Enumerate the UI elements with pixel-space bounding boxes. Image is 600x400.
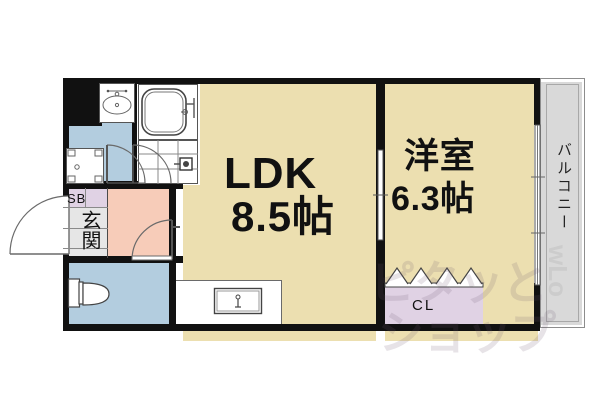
wall-bath-left	[132, 78, 137, 188]
washing-machine-icon	[66, 148, 104, 184]
genkan-step-line-3	[63, 248, 108, 249]
kitchen-sink-icon	[213, 287, 263, 315]
room-size-ldk: 8.5帖	[231, 193, 335, 240]
washbasin-icon	[99, 83, 135, 123]
room-hall-floor	[108, 188, 175, 260]
bathtub-icon	[138, 84, 198, 140]
wall-bottom	[63, 324, 540, 331]
room-label-closet: CL	[412, 297, 436, 314]
room-closet-floor	[385, 285, 483, 326]
closet-folding-door-icon[interactable]	[384, 266, 484, 288]
genkan-step-line	[63, 207, 108, 208]
washroom-door-icon[interactable]	[105, 143, 147, 185]
bath-door-icon[interactable]	[131, 143, 173, 185]
balcony-inner-outline	[546, 84, 579, 322]
wall-washroom-upper-left	[63, 120, 101, 126]
ldk-bedroom-door-icon	[373, 149, 388, 241]
hall-door-icon[interactable]	[128, 218, 174, 262]
room-size-bedroom: 6.3帖	[391, 180, 475, 218]
wall-top	[63, 78, 540, 84]
room-label-entrance: 玄関	[78, 210, 100, 250]
wall-toilet-bottom	[63, 324, 176, 331]
shoebox-label: SB	[67, 191, 87, 206]
room-label-balcony: バルコニー	[555, 142, 572, 232]
ldk-hall-door-line	[171, 226, 180, 228]
shoebox-divider	[85, 188, 86, 207]
room-label-bedroom: 洋室	[404, 137, 476, 176]
room-balcony-floor	[540, 82, 582, 325]
wall-toilet-top	[63, 256, 183, 263]
upper-left-void	[63, 78, 101, 126]
divider-genkan-hall	[107, 188, 108, 258]
entrance-door-opening	[63, 196, 69, 254]
shower-icon	[138, 140, 198, 184]
genkan-step-line-2	[63, 228, 108, 229]
entrance-door-icon[interactable]	[6, 192, 72, 262]
room-label-ldk: LDK	[224, 149, 318, 198]
wall-wet-bottom	[63, 181, 183, 189]
balcony-window-icon	[531, 124, 545, 286]
wall-toilet-right	[169, 256, 176, 331]
toilet-icon	[67, 278, 110, 308]
